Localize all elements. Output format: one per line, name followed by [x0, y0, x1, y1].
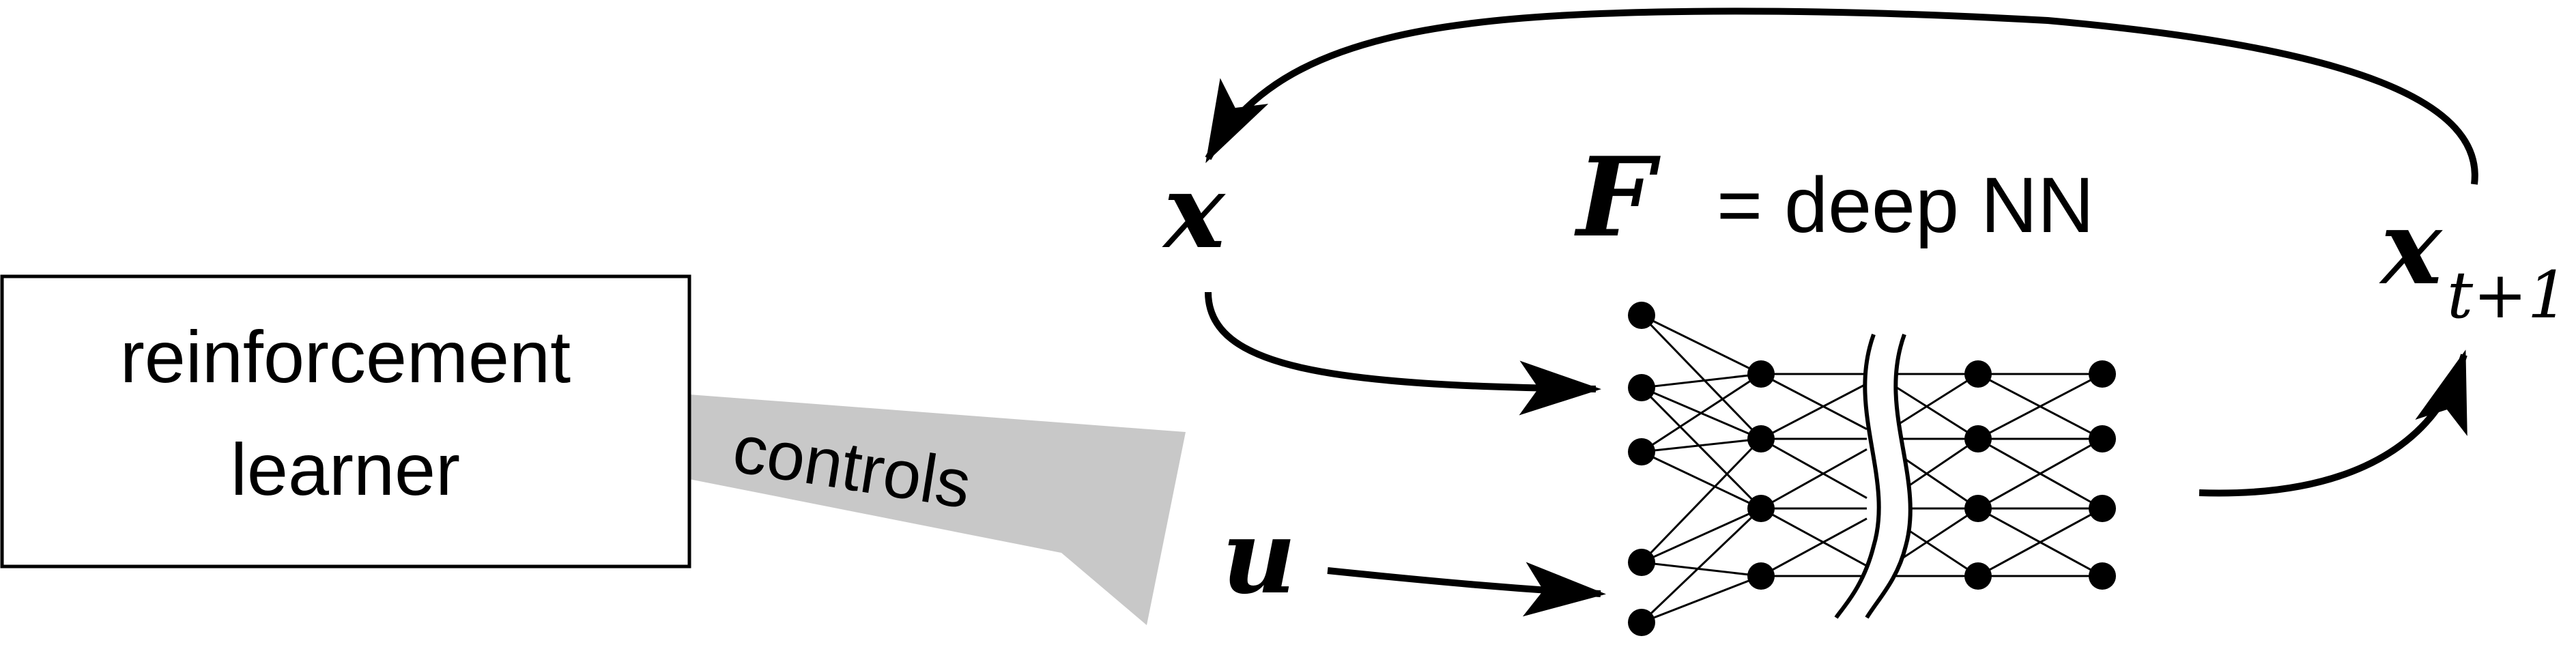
- nn-edge: [1760, 507, 1867, 567]
- model-description: = deep NN: [1717, 162, 2094, 249]
- nn-node-layer0: [1628, 302, 1655, 329]
- nn-edge: [1890, 507, 1979, 567]
- nn-node-layer0: [1628, 374, 1655, 401]
- nn-node-layer0: [1628, 549, 1655, 576]
- nn-node-layer1: [1747, 495, 1775, 522]
- next-state-base: x: [2379, 188, 2443, 308]
- nn-break-mark: [1834, 333, 1881, 619]
- nn-edge: [1640, 314, 1762, 440]
- nn-edge: [1890, 382, 1979, 440]
- nn-break-gap: [1836, 334, 1910, 618]
- nn-edge: [1640, 437, 1762, 564]
- feedback-arrow: [1205, 8, 2478, 185]
- nn-edge: [1640, 507, 1762, 624]
- control-u-label: u: [1222, 497, 1296, 617]
- deep-neural-network: [1628, 302, 2116, 636]
- nn-edge: [1641, 373, 1762, 453]
- nn-edge: [1641, 314, 1762, 375]
- learner-box-line1: reinforcement: [120, 315, 571, 398]
- model-symbol-F: F: [1574, 133, 1661, 261]
- nn-node-layer3: [2089, 360, 2116, 388]
- nn-node-layer3: [2089, 425, 2116, 452]
- nn-break-mark: [1865, 333, 1913, 619]
- nn-edge: [1641, 575, 1762, 624]
- nn-node-layer1: [1747, 425, 1775, 452]
- nn-node-layer3: [2089, 495, 2116, 522]
- nn-edge: [1760, 448, 1867, 510]
- u-to-network-arrow: [1327, 562, 1606, 617]
- nn-edge: [1760, 517, 1867, 577]
- state-x-label: x: [1162, 152, 1226, 272]
- nn-edge: [1977, 507, 2103, 577]
- network-to-next-state-arrow: [2199, 349, 2467, 497]
- next-state-subscript: t+1: [2447, 258, 2568, 333]
- learner-box-line2: learner: [231, 428, 460, 511]
- nn-edge: [1760, 382, 1867, 440]
- controls-band: [689, 394, 1186, 625]
- nn-node-layer2: [1964, 360, 1992, 388]
- nn-edge: [1890, 373, 1979, 431]
- nn-edge: [1760, 437, 1867, 500]
- nn-edge: [1977, 437, 2103, 510]
- nn-edge: [1977, 373, 2103, 440]
- nn-edge: [1760, 373, 1867, 431]
- nn-node-layer1: [1747, 360, 1775, 388]
- nn-edge: [1641, 437, 1762, 453]
- nn-edge: [1640, 386, 1762, 510]
- nn-node-layer1: [1747, 562, 1775, 590]
- nn-node-layer0: [1628, 438, 1655, 465]
- nn-edge: [1641, 450, 1762, 510]
- nn-node-layer2: [1964, 495, 1992, 522]
- x-to-network-arrow: [1205, 291, 1601, 416]
- reinforcement-learner-box: reinforcement learner: [0, 274, 691, 569]
- nn-node-layer0: [1628, 609, 1655, 636]
- next-state-label: x t+1: [2379, 188, 2568, 333]
- nn-edge: [1641, 373, 1762, 389]
- nn-edge: [1641, 507, 1762, 564]
- nn-node-layer3: [2089, 562, 2116, 590]
- nn-node-layer2: [1964, 425, 1992, 452]
- nn-node-layer2: [1964, 562, 1992, 590]
- nn-edge: [1641, 561, 1762, 577]
